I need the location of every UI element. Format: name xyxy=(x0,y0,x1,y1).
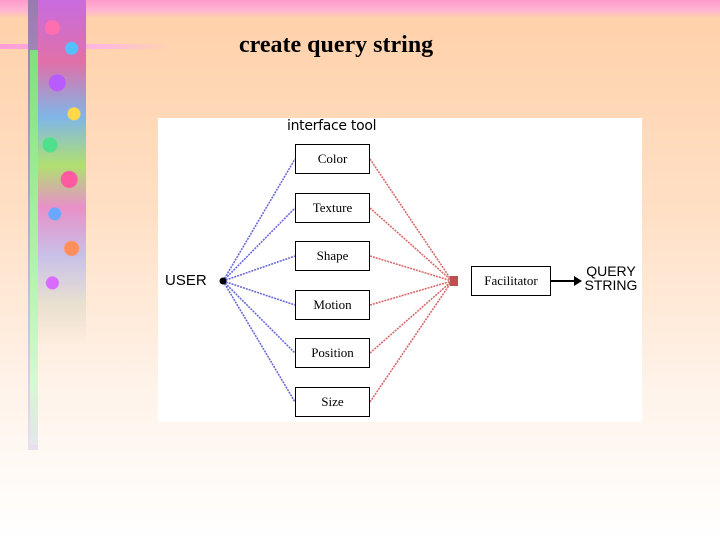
facilitator-edges xyxy=(369,158,453,403)
facilitator-edge-color xyxy=(369,158,453,282)
facilitator-edge-texture xyxy=(369,207,453,282)
attribute-box-color: Color xyxy=(295,144,370,174)
attribute-box-motion: Motion xyxy=(295,290,370,320)
top-decor-band xyxy=(0,0,720,18)
output-arrow-head xyxy=(574,276,582,286)
diagram-panel xyxy=(158,118,642,422)
facilitator-edge-size xyxy=(369,280,453,403)
user-node-dot xyxy=(219,277,227,285)
floral-decor-strip xyxy=(38,0,86,345)
attribute-box-size: Size xyxy=(295,387,370,417)
slide-title: create query string xyxy=(239,32,434,58)
query-label-line1: QUERY xyxy=(586,263,636,279)
user-edge-color xyxy=(222,158,296,282)
facilitator-edge-shape xyxy=(369,255,453,282)
query-string-label: QUERY STRING xyxy=(582,264,640,292)
query-label-line2: STRING xyxy=(584,277,638,293)
facilitator-box: Facilitator xyxy=(471,266,551,296)
user-label: USER xyxy=(165,272,207,289)
interface-tool-heading: interface tool xyxy=(287,118,377,134)
green-accent-bar xyxy=(30,50,38,445)
user-edge-position xyxy=(222,280,296,354)
facilitator-junction xyxy=(450,276,458,286)
attribute-box-shape: Shape xyxy=(295,241,370,271)
user-edge-motion xyxy=(222,280,296,306)
user-edge-size xyxy=(222,280,296,403)
facilitator-edge-motion xyxy=(369,280,453,306)
facilitator-edge-position xyxy=(369,280,453,354)
user-edge-shape xyxy=(222,255,296,282)
user-edge-texture xyxy=(222,207,296,282)
user-edges xyxy=(222,158,296,403)
attribute-box-position: Position xyxy=(295,338,370,368)
attribute-box-texture: Texture xyxy=(295,193,370,223)
